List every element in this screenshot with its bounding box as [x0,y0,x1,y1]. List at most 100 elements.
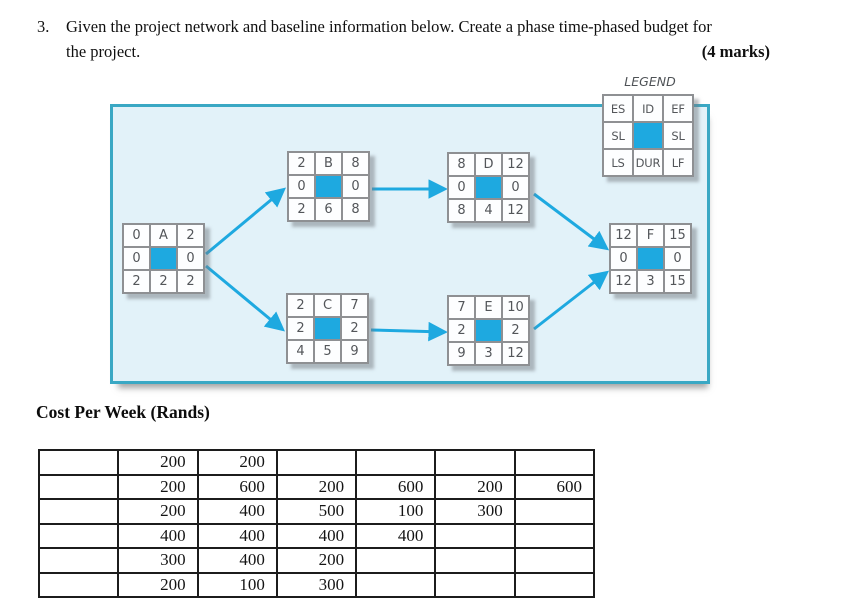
node-cell: 15 [663,269,692,294]
cost-cell: 300 [434,498,516,525]
cost-cell: 200 [434,473,516,500]
cost-cell [434,571,516,598]
cost-cell: 100 [355,498,437,525]
cost-cell [513,449,596,476]
node-cell [474,318,503,343]
cost-cell: 200 [117,571,199,598]
node-cell: 9 [340,339,369,364]
node-cell: 12 [609,269,638,294]
cost-cell [434,449,516,476]
question-block: 3. Given the project network and baselin… [37,14,770,64]
cost-cell: 200 [117,449,199,476]
cost-cell: 400 [275,522,358,549]
cost-cell: 400 [196,498,278,525]
node-cell: 0 [122,246,151,271]
edge-D-F [533,192,610,251]
legend-cell: ES [602,94,634,123]
node-cell: C [313,293,342,318]
node-cell: 10 [501,295,530,320]
question-number: 3. [37,17,50,36]
cost-cell: 400 [355,522,437,549]
node-cell: 0 [341,174,370,199]
cost-table-title: Cost Per Week (Rands) [36,402,210,422]
node-cell: 2 [287,197,316,222]
node-cell: 2 [286,293,315,318]
node-cell: 2 [340,316,369,341]
node-cell: 2 [501,318,530,343]
node-cell: 7 [447,295,476,320]
node-cell: A [149,223,178,248]
question-line-2: the project. [66,42,141,61]
cost-cell [275,449,358,476]
legend-cell: DUR [632,148,664,177]
node-cell: 2 [286,316,315,341]
node-cell: 8 [447,152,476,177]
cost-cell: 300 [117,547,199,574]
cost-cell [37,449,120,476]
cost-cell [513,571,596,598]
node-cell: 5 [313,339,342,364]
cost-cell [355,449,437,476]
cost-cell: 200 [275,473,358,500]
node-cell: 0 [609,246,638,271]
cost-cell [37,522,120,549]
node-cell: E [474,295,503,320]
cost-cell [434,547,516,574]
node-cell [474,175,503,200]
edge-A-C [205,264,286,332]
node-cell: 0 [287,174,316,199]
cost-cell [513,547,596,574]
node-cell: 0 [501,175,530,200]
node-cell: 0 [663,246,692,271]
node-cell: 8 [341,197,370,222]
node-cell: 2 [447,318,476,343]
node-cell: 2 [176,223,205,248]
edge-C-E [370,321,448,342]
cost-cell [37,498,120,525]
question-marks: (4 marks) [701,42,770,61]
question-text: Given the project network and baseline i… [66,14,770,64]
cost-cell: 500 [275,498,358,525]
cost-cell [355,547,437,574]
node-cell: 15 [663,223,692,248]
node-cell: 0 [176,246,205,271]
node-cell: D [474,152,503,177]
node-cell: F [636,223,665,248]
legend-cell: LF [662,148,694,177]
node-cell: 7 [340,293,369,318]
cost-cell: 200 [117,473,199,500]
node-cell [314,174,343,199]
node-cell: 12 [501,152,530,177]
cost-cell: 600 [355,473,437,500]
cost-cell [513,498,596,525]
node-cell: 8 [447,198,476,223]
legend-title: LEGEND [624,74,676,89]
node-cell: 6 [314,197,343,222]
cost-cell: 400 [196,522,278,549]
cost-cell [355,571,437,598]
question-line-1: Given the project network and baseline i… [66,17,712,36]
node-cell: 2 [287,151,316,176]
node-cell [636,246,665,271]
node-cell: 8 [341,151,370,176]
edge-E-F [533,270,610,331]
cost-cell: 600 [196,473,278,500]
node-cell: 2 [149,269,178,294]
cost-cell [434,522,516,549]
legend-cell: EF [662,94,694,123]
node-cell: 3 [636,269,665,294]
node-cell: 12 [501,341,530,366]
